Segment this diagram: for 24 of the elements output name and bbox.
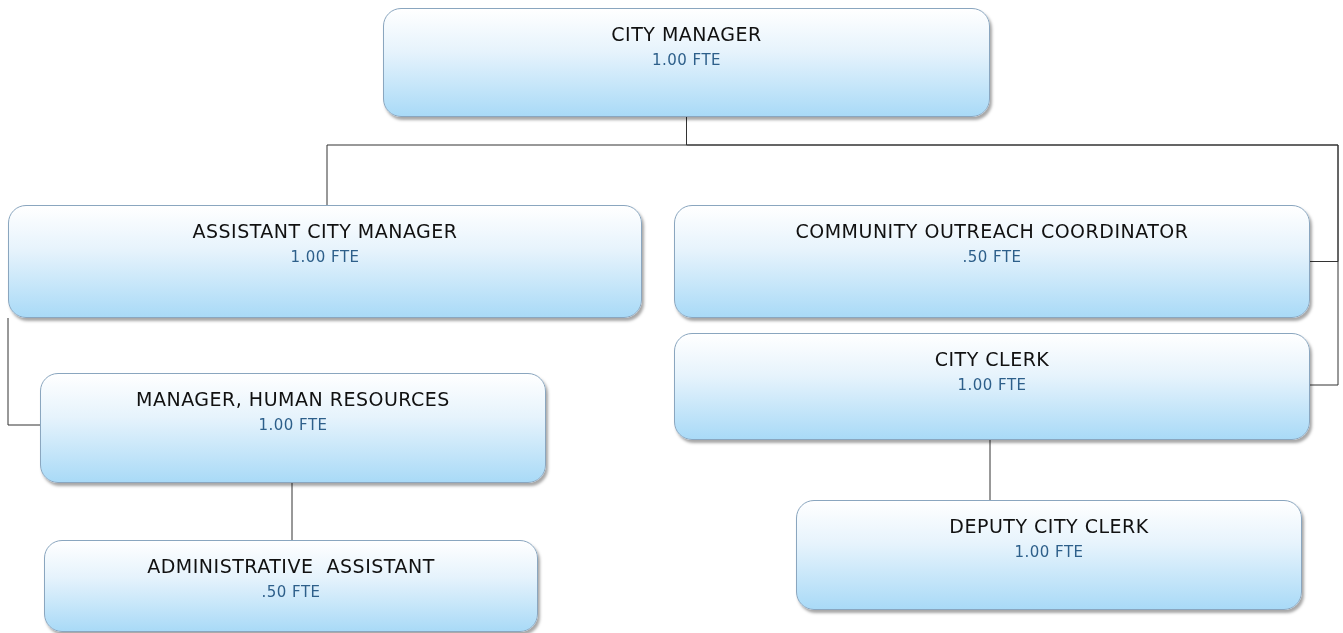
fte-label: 1.00 FTE	[258, 416, 328, 434]
position-title: COMMUNITY OUTREACH COORDINATOR	[795, 220, 1189, 242]
position-box	[40, 373, 546, 483]
fte-label: 1.00 FTE	[290, 248, 360, 266]
position-title: ADMINISTRATIVE ASSISTANT	[147, 555, 435, 577]
position-box	[796, 500, 1302, 610]
connector-line	[989, 439, 991, 501]
connector-line	[291, 482, 293, 541]
fte-label: 1.00 FTE	[651, 51, 722, 69]
position-box	[674, 333, 1310, 440]
position-title: ASSISTANT CITY MANAGER	[192, 220, 458, 242]
connector-line	[7, 317, 41, 426]
position-box	[674, 205, 1310, 318]
fte-label: 1.00 FTE	[957, 376, 1027, 394]
fte-label: .50 FTE	[261, 583, 321, 601]
fte-label: .50 FTE	[962, 248, 1022, 266]
position-box	[8, 205, 642, 318]
position-box	[383, 8, 990, 117]
position-box	[44, 540, 538, 632]
position-title: CITY MANAGER	[611, 23, 762, 45]
fte-label: 1.00 FTE	[1014, 543, 1084, 561]
position-title: DEPUTY CITY CLERK	[949, 515, 1149, 537]
position-title: CITY CLERK	[934, 348, 1050, 370]
position-title: MANAGER, HUMAN RESOURCES	[136, 388, 450, 410]
